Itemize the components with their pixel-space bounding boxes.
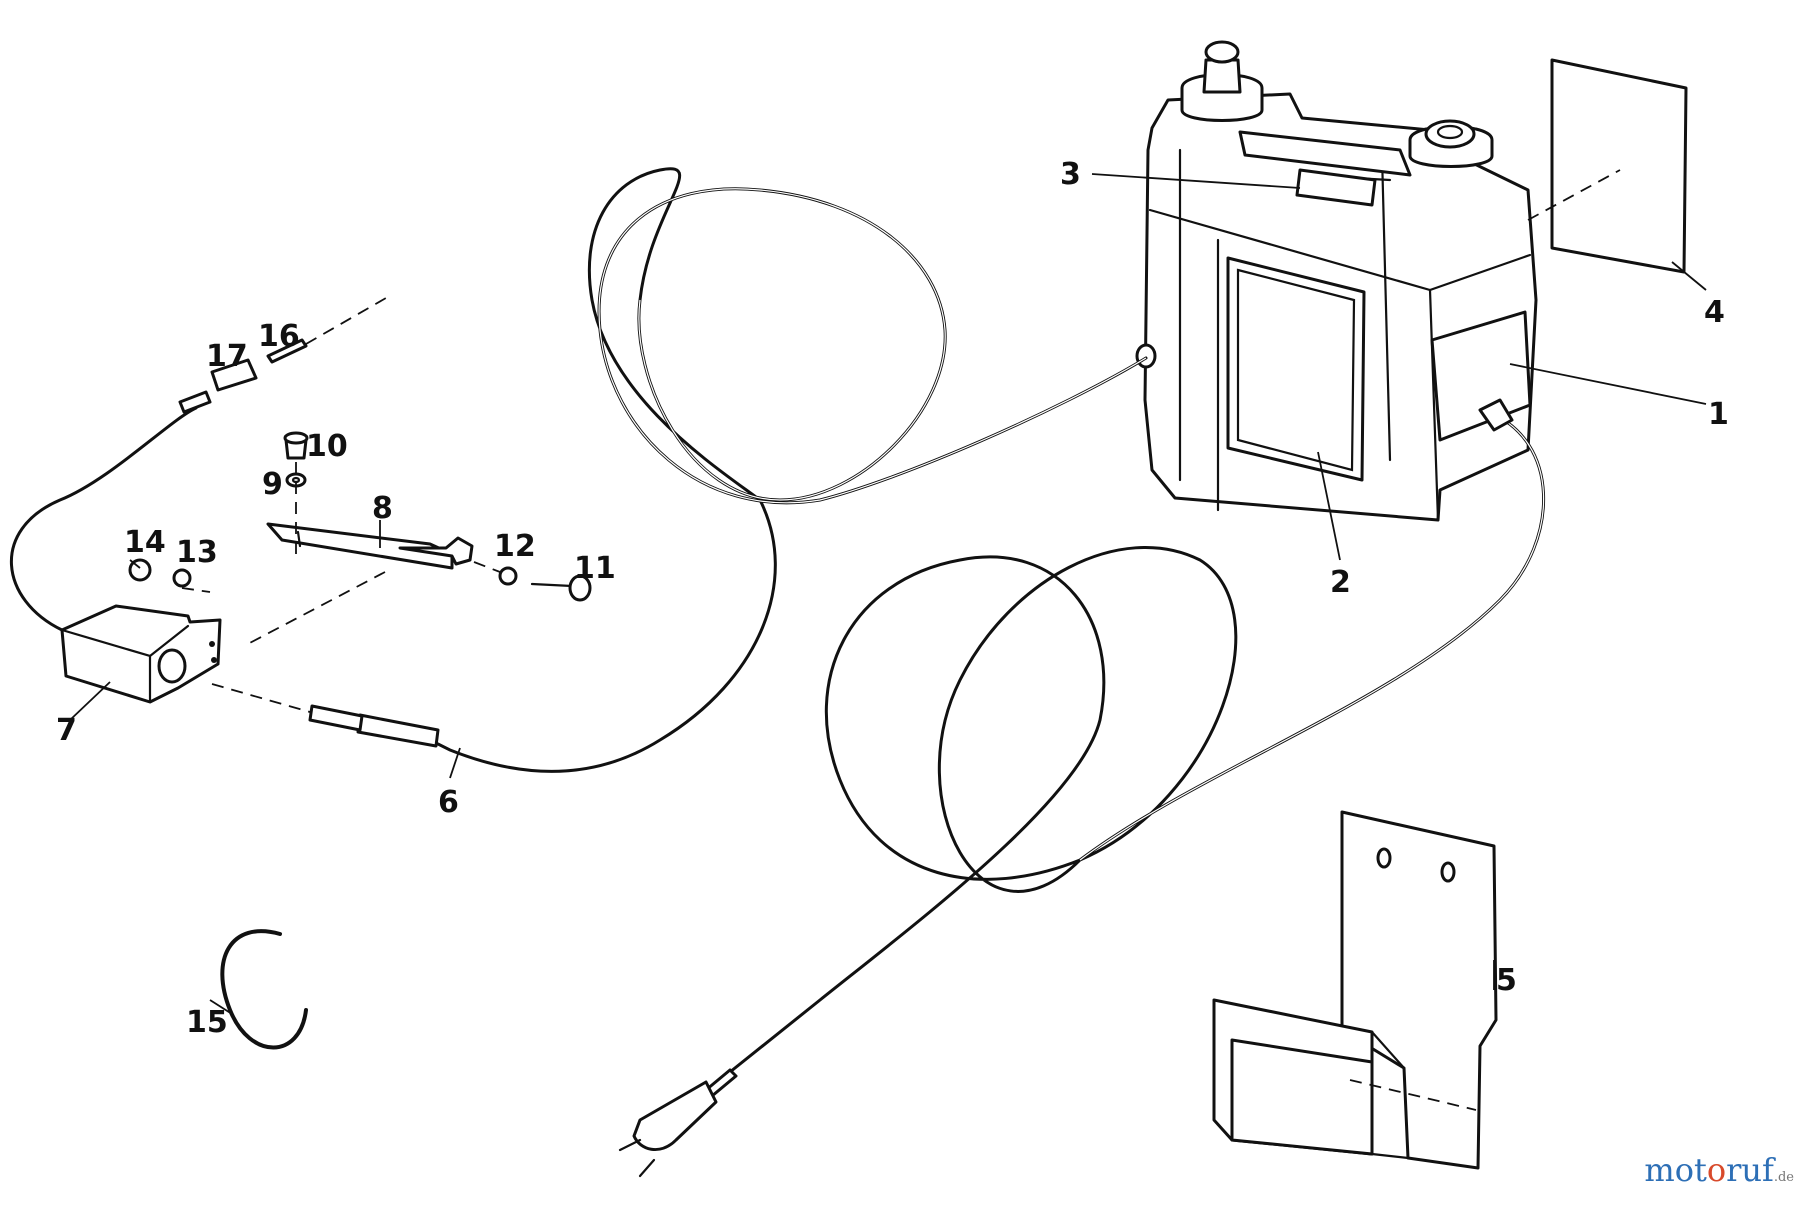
leader-1 [1509,363,1707,405]
callout-17: 17 [206,339,248,374]
callout-11: 11 [574,551,616,586]
assembly-line-7-6 [211,683,311,713]
callout-13: 13 [176,535,218,570]
motoruf-watermark: motoruf.de [1644,1151,1794,1189]
hook-part-15[interactable] [220,929,308,1050]
callout-2: 2 [1330,565,1351,600]
callout-4: 4 [1704,295,1725,330]
assembly-line-11-12 [473,561,501,573]
watermark-part3: ruf [1726,1151,1774,1189]
leader-6 [449,747,461,779]
leader-3 [1091,173,1301,189]
bracket-arm-part-8[interactable] [266,522,474,570]
leader-14 [129,559,141,569]
hose-end-fitting [178,390,212,414]
callout-3: 3 [1060,157,1081,192]
callout-8: 8 [372,491,393,526]
callout-7: 7 [56,713,77,748]
label-part-2[interactable] [1226,256,1366,482]
callout-6: 6 [438,785,459,820]
watermark-tld: .de [1773,1170,1794,1185]
label-part-2-inner [1236,268,1356,472]
assembly-line-5 [1349,1079,1477,1111]
hose-part-6[interactable] [308,167,1148,773]
cap-part-10[interactable] [283,431,309,460]
callout-16: 16 [258,319,300,354]
assembly-line-4 [1527,169,1621,221]
callout-5: 5 [1496,963,1517,998]
nut-part-13[interactable] [172,568,192,588]
callout-14: 14 [124,525,166,560]
bracket-part-5[interactable] [1212,810,1498,1170]
callout-9: 9 [262,467,283,502]
screw-part-11[interactable] [530,574,592,602]
leader-7 [69,681,111,721]
assembly-line-16 [305,297,387,345]
power-cable[interactable] [618,398,1546,1178]
pin-part-16[interactable] [266,338,308,364]
nut-part-12[interactable] [498,566,518,586]
sticker-part-4[interactable] [1550,58,1688,274]
assembly-line-8-7 [243,571,386,647]
nozzle-housing-part-7[interactable] [60,604,222,704]
assembly-line-13-7 [181,587,211,593]
watermark-part1: mot [1644,1151,1707,1189]
leader-15 [209,999,233,1015]
watermark-part2: o [1706,1151,1727,1189]
sleeve-part-17[interactable] [210,358,258,392]
leader-2 [1317,451,1341,561]
nozzle-hose[interactable] [9,406,198,632]
callout-10: 10 [306,429,348,464]
callout-1: 1 [1708,397,1729,432]
leader-4 [1671,261,1707,291]
callout-12: 12 [494,529,536,564]
label-part-3[interactable] [1295,168,1377,207]
callout-15: 15 [186,1005,228,1040]
